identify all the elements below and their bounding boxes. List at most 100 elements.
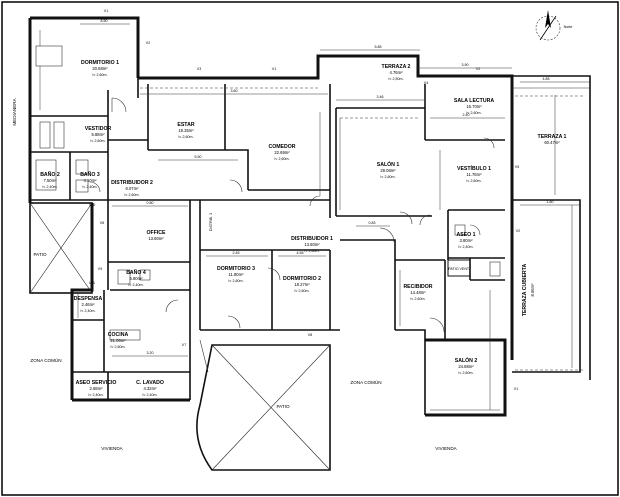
dim-text: 3.46 [377, 95, 384, 99]
svg-text:h: 2,40m.: h: 2,40m. [129, 283, 144, 287]
svg-text:h: 2,40m.: h: 2,40m. [143, 393, 158, 397]
svg-text:h: 2,60m.: h: 2,60m. [229, 279, 244, 283]
svg-text:h: 2,40m.: h: 2,40m. [89, 393, 104, 397]
svg-text:29.08m²: 29.08m² [380, 168, 396, 173]
svg-text:11.76m²: 11.76m² [466, 172, 482, 177]
svg-text:h: 2,40m.: h: 2,40m. [81, 309, 96, 313]
svg-text:DISTRIBUIDOR 2: DISTRIBUIDOR 2 [111, 180, 153, 186]
svg-text:h: 2,60m.: h: 2,60m. [381, 175, 396, 179]
room-dormitorio3: DORMITORIO 3 11.80m² h: 2,60m. [217, 266, 255, 283]
svg-text:2.68m²: 2.68m² [89, 386, 103, 391]
svg-text:DORMITORIO 1: DORMITORIO 1 [81, 60, 119, 66]
dim-text: 3.90 [462, 63, 469, 67]
window-tag: V5 [515, 165, 519, 169]
svg-text:14.48m²: 14.48m² [410, 290, 426, 295]
svg-text:h: 2,60m.: h: 2,60m. [125, 193, 140, 197]
room-vestidor: VESTIDOR 5.88m² h: 2,60m. [85, 126, 112, 143]
svg-text:ASEO 1: ASEO 1 [456, 232, 475, 238]
room-terrazacubierta: TERRAZA CUBIERTA 8.56m² [522, 264, 535, 317]
svg-text:DORMITORIO 3: DORMITORIO 3 [217, 266, 255, 272]
svg-text:h: 2,60m.: h: 2,60m. [275, 157, 290, 161]
svg-text:13.60m²: 13.60m² [304, 242, 320, 247]
svg-text:18.27m²: 18.27m² [294, 282, 310, 287]
room-comedor: COMEDOR 22.69m² h: 2,60m. [268, 144, 295, 161]
room-clavado: C. LAVADO 4.32m² h: 2,40m. [136, 380, 164, 397]
svg-text:h: 2,60m.: h: 2,60m. [467, 179, 482, 183]
window-tag: V3 [197, 67, 201, 71]
svg-text:h: 2,60m.: h: 2,60m. [91, 139, 106, 143]
svg-text:BAÑO 2: BAÑO 2 [40, 171, 60, 178]
svg-text:5.80m²: 5.80m² [129, 276, 143, 281]
svg-text:60.47m²: 60.47m² [544, 140, 560, 145]
window-tag: V10 [89, 203, 95, 207]
room-distribuidor3: DISTRIB. 3 [209, 213, 213, 231]
vivienda-left-label: VIVIENDA [101, 446, 123, 451]
svg-text:ASEO SERVICIO: ASEO SERVICIO [76, 380, 117, 386]
patio-bottom-label: PATIO [276, 404, 290, 409]
patio-left-label: PATIO [33, 252, 47, 257]
dim-text: 4.85 [543, 77, 550, 81]
svg-text:DESPENSA: DESPENSA [74, 296, 103, 302]
window-tag: V2 [516, 229, 520, 233]
window-tag: V6 [100, 221, 104, 225]
svg-text:4.10m²: 4.10m² [83, 178, 97, 183]
window-tag: V2 [476, 67, 480, 71]
room-estar: ESTAR 19.35m² h: 2,60m. [177, 122, 194, 139]
window-tags: V1 V2 V3 V1 V2 V4 V5 V2 V1 V10 V6 V9 V11… [89, 9, 520, 391]
svg-text:3.80m²: 3.80m² [459, 238, 473, 243]
window-tag: V2 [146, 41, 150, 45]
window-tag: V9 [98, 267, 102, 271]
dim-text: 0.80 [147, 201, 154, 205]
room-bano2: BAÑO 2 7.50m² h: 2,40m. [40, 171, 60, 189]
room-aseoservicio: ASEO SERVICIO 2.68m² h: 2,40m. [76, 380, 117, 397]
svg-text:20.68m²: 20.68m² [92, 66, 108, 71]
svg-text:16.70m²: 16.70m² [466, 104, 482, 109]
room-vestibulo1: VESTÍBULO 1 11.76m² h: 2,60m. [457, 164, 491, 183]
svg-text:RECIBIDOR: RECIBIDOR [403, 284, 432, 290]
vivienda-right-label: VIVIENDA [435, 446, 457, 451]
dim-text: 5.85 [375, 45, 382, 49]
svg-text:21.06m²: 21.06m² [110, 338, 126, 343]
dim-text: 2.40 [463, 113, 470, 117]
room-bano4: BAÑO 4 5.80m² h: 2,40m. [126, 269, 146, 287]
svg-text:TERRAZA 2: TERRAZA 2 [382, 64, 411, 70]
svg-text:5.88m²: 5.88m² [91, 132, 105, 137]
dimension-lines [39, 23, 590, 411]
svg-text:2.46m²: 2.46m² [81, 302, 95, 307]
room-cocina: COCINA 21.06m² h: 2,60m. [108, 332, 129, 349]
svg-text:19.35m²: 19.35m² [178, 128, 194, 133]
room-terraza1: TERRAZA 1 60.47m² [538, 134, 567, 145]
fixtures [35, 45, 501, 341]
svg-text:h: 2,60m.: h: 2,60m. [179, 135, 194, 139]
dimension-values: 5.85 3.90 4.85 3.60 3.46 2.40 1.60 0.80 … [101, 19, 554, 355]
window-tag: V11 [89, 281, 95, 285]
svg-text:h: 2,40m.: h: 2,40m. [83, 185, 98, 189]
svg-text:h: 2,40m.: h: 2,40m. [43, 185, 58, 189]
svg-text:TERRAZA 1: TERRAZA 1 [538, 134, 567, 140]
dim-text: 8.50 [101, 19, 108, 23]
patio-left-hatch [29, 202, 93, 294]
svg-text:SALÓN 1: SALÓN 1 [377, 160, 400, 168]
window-tag: V8 [308, 333, 312, 337]
svg-text:6.07m²: 6.07m² [125, 186, 139, 191]
room-dormitorio1: DORMITORIO 1 20.68m² h: 2,60m. [81, 60, 119, 77]
room-patiovent: PATIO VENT. [447, 259, 471, 277]
svg-text:DISTRIBUIDOR 1: DISTRIBUIDOR 1 [291, 236, 333, 242]
svg-text:h: 2,60m.: h: 2,60m. [459, 371, 474, 375]
svg-text:BAÑO 3: BAÑO 3 [80, 171, 100, 178]
dim-text: 3.60 [231, 89, 238, 93]
svg-text:8.56m²: 8.56m² [530, 283, 535, 297]
svg-text:h: 2,40m.: h: 2,40m. [459, 245, 474, 249]
dim-text: 5.50 [195, 155, 202, 159]
svg-text:h: 2,60m.: h: 2,60m. [93, 73, 108, 77]
svg-text:COCINA: COCINA [108, 332, 129, 338]
zona-comun-right-label: ZONA COMÚN [350, 379, 381, 385]
room-despensa: DESPENSA 2.46m² h: 2,40m. [74, 296, 103, 313]
walls [28, 16, 591, 417]
svg-text:TERRAZA CUBIERTA: TERRAZA CUBIERTA [522, 264, 528, 317]
svg-text:ESTAR: ESTAR [177, 122, 194, 128]
room-distribuidor1: DISTRIBUIDOR 1 13.60m² h: 2,60m. [291, 236, 333, 253]
svg-text:h: 2,60m.: h: 2,60m. [111, 345, 126, 349]
